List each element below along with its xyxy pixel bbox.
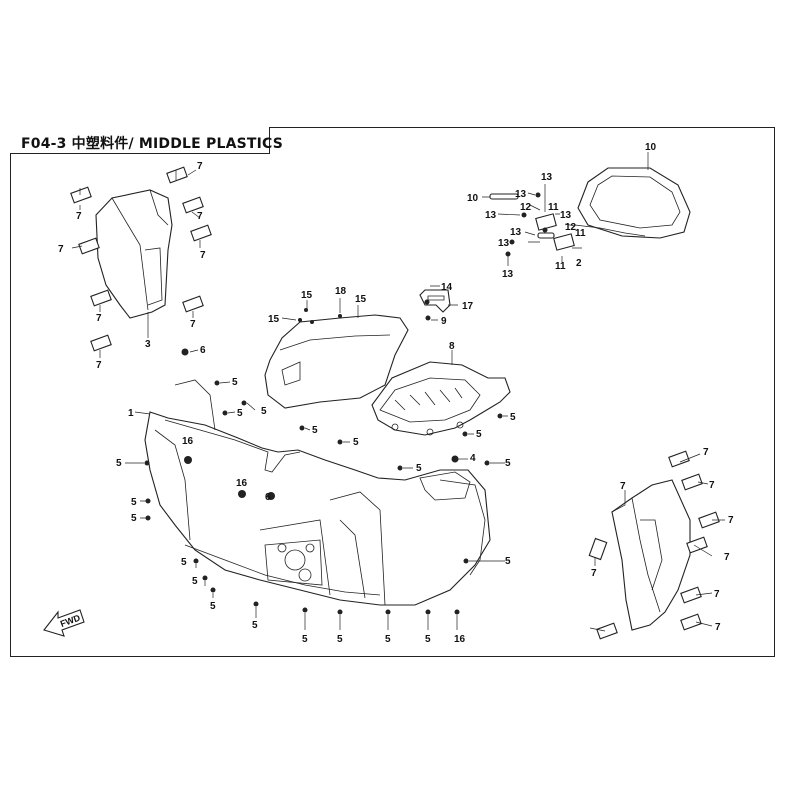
part-hinge-clips — [489, 193, 575, 251]
callout-7: 7 — [197, 211, 203, 222]
callout-7: 7 — [709, 480, 715, 491]
callout-5: 5 — [416, 463, 422, 474]
diagram-title: F04-3 中塑料件/ MIDDLE PLASTICS — [21, 136, 284, 152]
part-seat — [264, 314, 409, 409]
screw-fasteners — [144, 192, 548, 615]
callout-13: 13 — [502, 269, 514, 280]
callout-7: 7 — [190, 319, 196, 330]
callout-5: 5 — [232, 377, 238, 388]
callout-7: 7 — [728, 515, 734, 526]
callout-16: 6 — [265, 492, 271, 503]
callout-10: 10 — [467, 193, 479, 204]
callout-11: 11 — [548, 202, 559, 213]
callout-6: 6 — [200, 345, 206, 356]
callout-9: 10 — [645, 142, 657, 153]
callout-14: 17 — [462, 301, 474, 312]
callout-5: 5 — [261, 406, 267, 417]
callout-16: 16 — [182, 436, 194, 447]
part-upper-right-cover — [574, 167, 691, 239]
callout-13: 13 — [498, 238, 510, 249]
callout-12: 11 — [555, 261, 566, 272]
callout-12: 12 — [520, 202, 532, 213]
callout-5: 5 — [210, 601, 216, 612]
callout-5: 5 — [385, 634, 391, 645]
callout-7: 7 — [58, 244, 64, 255]
callout-5: 5 — [353, 437, 359, 448]
callout-5: 5 — [181, 557, 187, 568]
callout-7: 7 — [197, 161, 203, 172]
callout-5: 5 — [505, 556, 511, 567]
part-right-side-panel — [611, 479, 691, 631]
clip-fasteners-right — [588, 450, 720, 640]
callout-3: 3 — [145, 339, 151, 350]
callout-13: 13 — [560, 210, 572, 221]
title-box — [10, 127, 270, 154]
callout-7: 7 — [703, 447, 709, 458]
part-left-side-panel — [95, 189, 173, 319]
callout-7: 7 — [96, 313, 102, 324]
callout-17: 9 — [441, 316, 447, 327]
callout-5: 5 — [302, 634, 308, 645]
callout-2: 7 — [620, 481, 626, 492]
callout-18: 14 — [441, 282, 453, 293]
callout-13: 13 — [541, 172, 553, 183]
part-bracket — [419, 289, 451, 313]
callout-10: 13 — [510, 227, 522, 238]
callout-13: 13 — [515, 189, 527, 200]
diagram-frame — [10, 127, 775, 657]
callout-5: 5 — [116, 458, 122, 469]
callout-5: 5 — [510, 412, 516, 423]
clip-fasteners-left — [70, 166, 212, 352]
callout-7: 7 — [76, 211, 82, 222]
forward-direction-arrow: FWD — [43, 609, 85, 637]
part-middle-floor-panel — [144, 379, 491, 606]
callout-7: 7 — [200, 250, 206, 261]
callout-7: 7 — [715, 622, 721, 633]
callout-15: 18 — [335, 286, 347, 297]
part-storage-tray — [371, 361, 511, 436]
callout-5: 5 — [131, 497, 137, 508]
callout-5: 5 — [476, 429, 482, 440]
callout-labels: 7 7 7 7 7 7 7 7 3 6 1 5 5 5 5 5 5 5 5 5 … — [58, 142, 734, 645]
callout-5: 5 — [237, 408, 243, 419]
callout-4: 8 — [449, 341, 455, 352]
callout-1: 1 — [128, 408, 134, 419]
leader-lines — [71, 152, 725, 632]
callout-5: 5 — [192, 576, 198, 587]
callout-11: 11 — [575, 228, 586, 239]
callout-11: 2 — [576, 258, 582, 269]
callout-15: 15 — [301, 290, 313, 301]
callout-5: 5 — [425, 634, 431, 645]
callout-16: 16 — [236, 478, 248, 489]
callout-15: 15 — [268, 314, 280, 325]
callout-7: 7 — [591, 568, 597, 579]
callout-5: 16 — [454, 634, 466, 645]
callout-8: 15 — [355, 294, 367, 305]
callout-13: 13 — [485, 210, 497, 221]
callout-5: 5 — [312, 425, 318, 436]
callout-7: 7 — [724, 552, 730, 563]
callout-5: 5 — [252, 620, 258, 631]
callout-5: 5 — [337, 634, 343, 645]
callout-6: 4 — [470, 453, 476, 464]
callout-13: 12 — [565, 222, 577, 233]
callout-7: 7 — [96, 360, 102, 371]
callout-7: 7 — [714, 589, 720, 600]
callout-5: 5 — [505, 458, 511, 469]
callout-5: 5 — [131, 513, 137, 524]
